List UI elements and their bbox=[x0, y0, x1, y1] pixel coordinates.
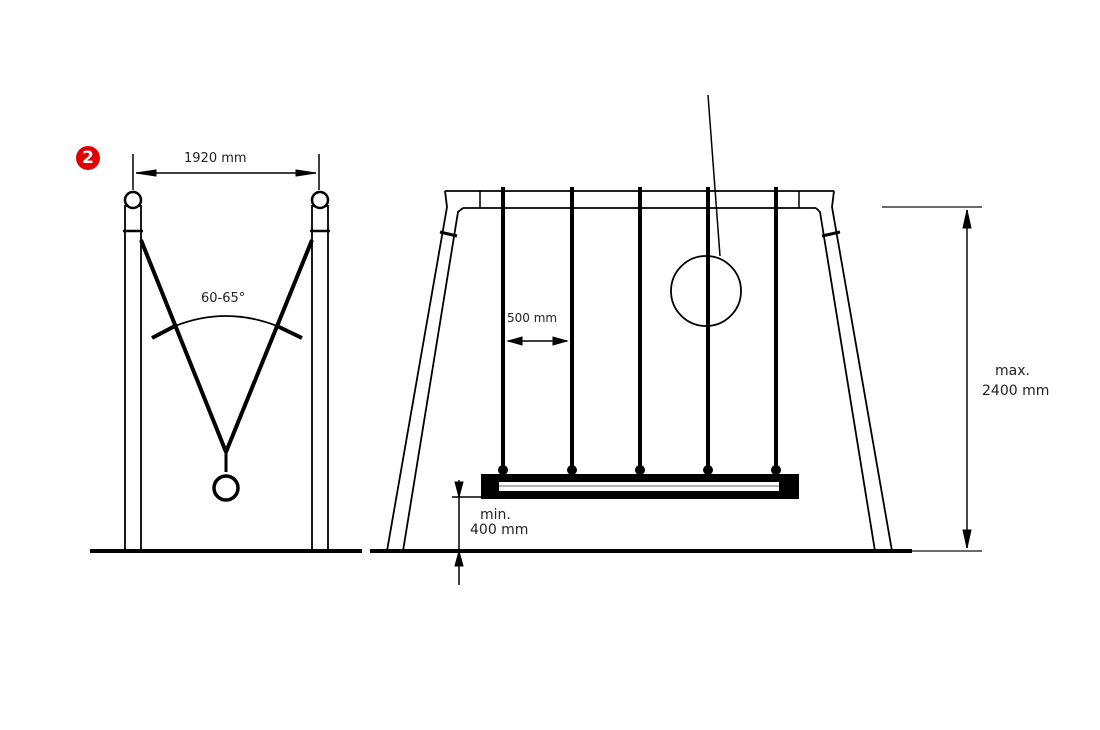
post-spacing-label: 1920 mm bbox=[184, 151, 247, 166]
step-number-badge: 2 bbox=[76, 146, 100, 170]
side-view bbox=[90, 154, 362, 553]
rope-angle-label: 60-65° bbox=[201, 291, 246, 306]
seat-spacing-label: 500 mm bbox=[507, 311, 558, 325]
min-clearance-label-line2: 400 mm bbox=[470, 522, 529, 538]
front-view bbox=[370, 94, 982, 585]
max-height-label-line1: max. bbox=[995, 363, 1030, 379]
min-clearance-label-line1: min. bbox=[480, 507, 511, 523]
max-height-label-line2: 2400 mm bbox=[982, 383, 1050, 399]
